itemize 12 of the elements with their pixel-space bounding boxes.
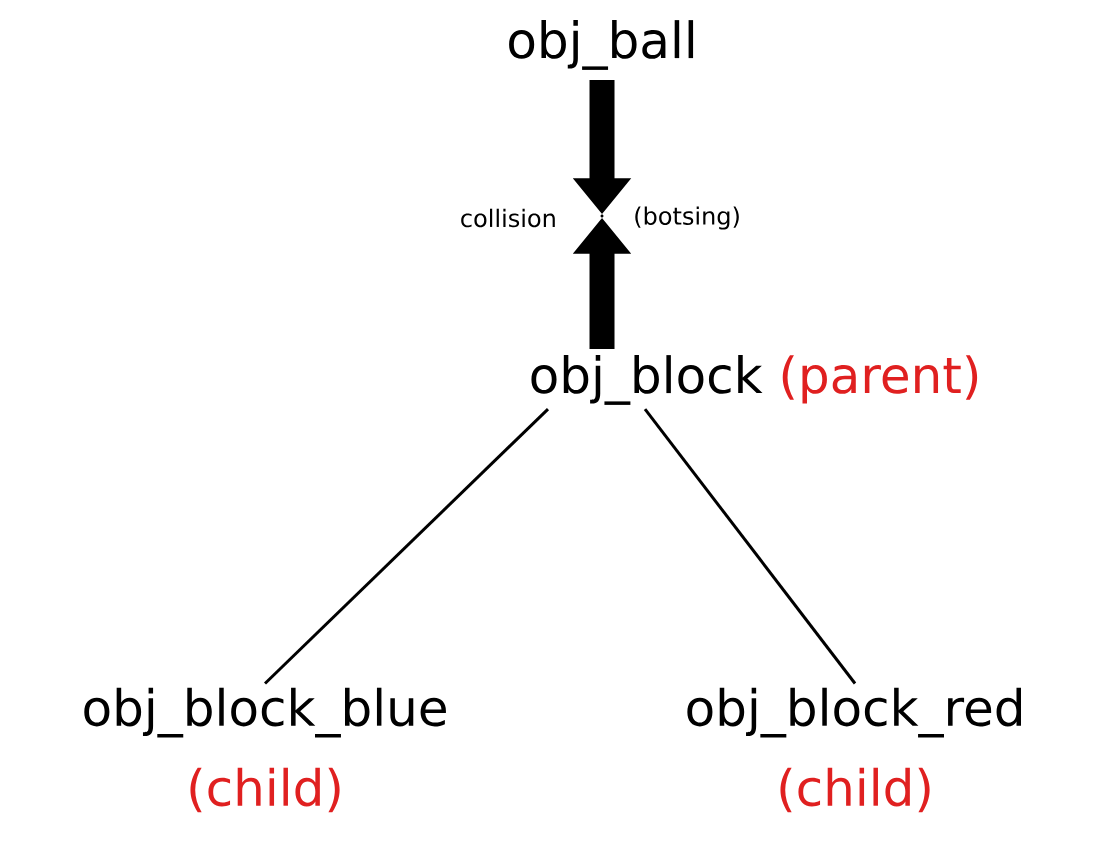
collision-point (600, 214, 604, 218)
node-label: obj_block_red (687, 687, 1021, 738)
connector-line (643, 408, 857, 685)
node-label: obj_block (531, 355, 763, 405)
node-label: obj_block_blue (84, 687, 446, 738)
connector-line (263, 408, 550, 685)
role-label: (child) (780, 767, 930, 813)
side-label: collision (461, 208, 555, 228)
node-label: obj_ball (509, 20, 694, 70)
role-label: (child) (190, 767, 340, 813)
side-label: (botsing) (635, 206, 739, 230)
role-label: (parent) (782, 355, 978, 404)
